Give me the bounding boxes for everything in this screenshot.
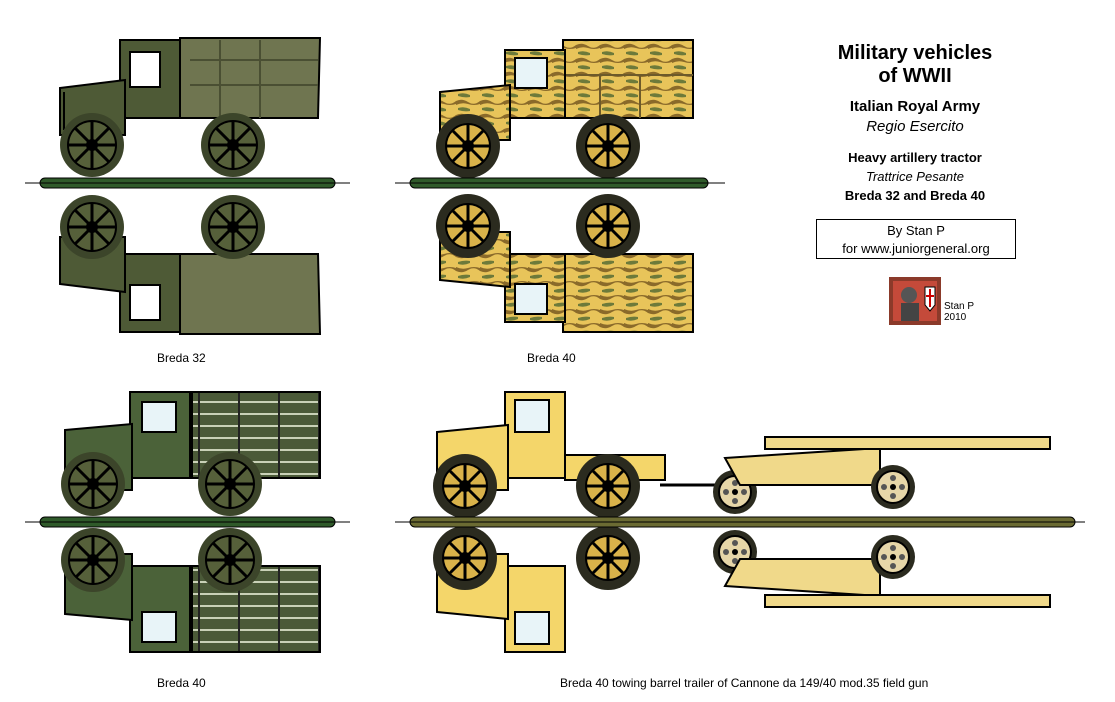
credit-site[interactable]: for www.juniorgeneral.org (842, 241, 990, 256)
credit-box: By Stan P for www.juniorgeneral.org (816, 219, 1016, 259)
breda32-side-view (58, 37, 322, 179)
vehicle-type-italian: Trattrice Pesante (865, 169, 965, 184)
avatar-year: 2010 (944, 312, 967, 323)
breda40-gun-side-view (431, 391, 1051, 520)
army-name-italian: Regio Esercito (866, 118, 964, 135)
vehicle-type: Heavy artillery tractor (848, 150, 982, 165)
caption-breda40-gun: Breda 40 towing barrel trailer of Cannon… (560, 676, 929, 690)
breda40-gun-top-view (431, 524, 1051, 653)
breda40-camo-side-view (434, 39, 694, 180)
breda32-top-view (58, 193, 322, 335)
vehicle-models: Breda 32 and Breda 40 (844, 188, 986, 203)
caption-breda40-camo: Breda 40 (527, 351, 576, 365)
avatar-name: Stan P (944, 301, 975, 312)
army-name: Italian Royal Army (849, 98, 981, 115)
credit-author: By Stan P (887, 223, 945, 238)
caption-breda32: Breda 32 (157, 351, 206, 365)
author-avatar-icon (889, 277, 941, 325)
caption-breda40-green: Breda 40 (157, 676, 206, 690)
breda40-green-top-view (59, 526, 321, 653)
breda40-green-side-view (59, 391, 321, 518)
breda40-camo-top-view (434, 192, 694, 333)
avatar-label: Stan P 2010 (944, 301, 974, 323)
sheet-title: Military vehicles of WWII (837, 42, 993, 87)
